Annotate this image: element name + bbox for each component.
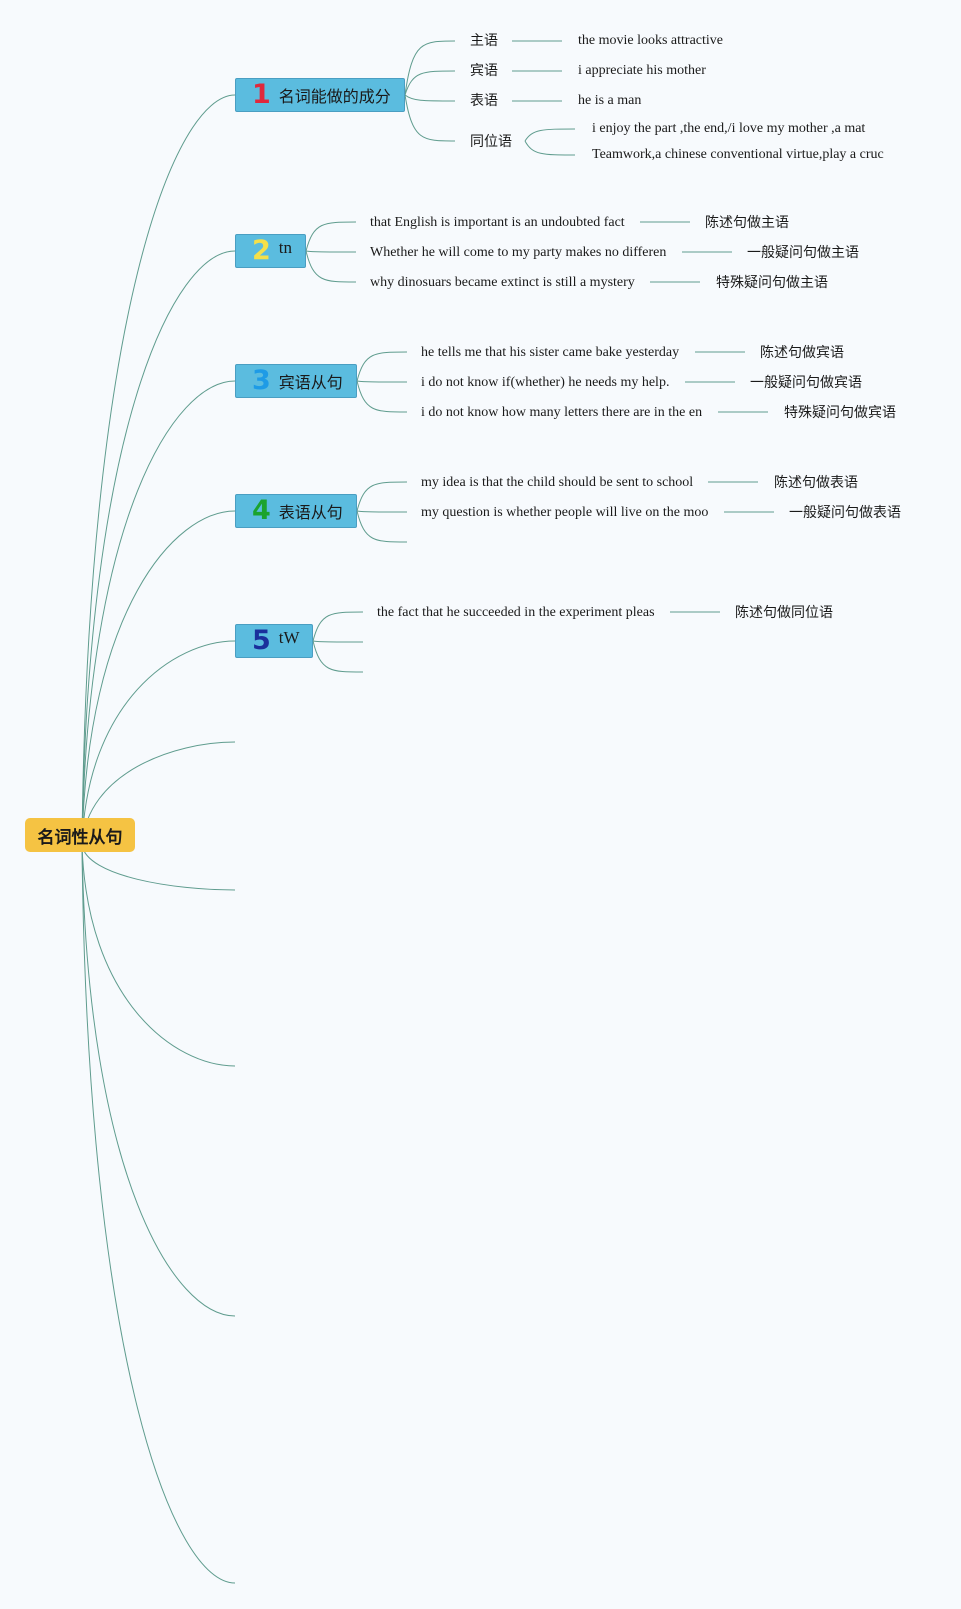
root-connector-1	[81, 94, 236, 846]
type-3-3[interactable]: 特殊疑问句做宾语	[784, 405, 896, 421]
example-appositive-1[interactable]: i enjoy the part ,the end,/i love my mot…	[592, 121, 866, 136]
root-connector-2	[81, 250, 236, 846]
root-connector-5	[81, 640, 236, 846]
b1-curve-2	[404, 94, 456, 102]
branch-topic-2[interactable]: 2 tn	[235, 234, 306, 268]
b3-curve-0	[356, 351, 408, 382]
type-2-1[interactable]: 陈述句做主语	[705, 215, 789, 231]
b2-curve-2	[305, 250, 357, 283]
subtopic-subject[interactable]: 主语	[470, 33, 498, 49]
b5-curve-2	[312, 640, 364, 673]
type-3-2[interactable]: 一般疑问句做宾语	[750, 375, 862, 391]
branch-number-1: 1	[252, 79, 271, 110]
b5-curve-0	[312, 611, 364, 642]
branch-label-2: tn	[278, 238, 293, 257]
branch-number-4: 4	[252, 495, 271, 526]
type-5-1[interactable]: 陈述句做同位语	[735, 605, 833, 621]
branch-topic-4[interactable]: 4 表语从句	[235, 494, 357, 528]
example-predicative[interactable]: he is a man	[578, 93, 642, 108]
b1-curve-0	[404, 40, 456, 96]
branch-topic-1[interactable]: 1 名词能做的成分	[235, 78, 405, 112]
b5-curve-1	[312, 640, 364, 643]
example-object[interactable]: i appreciate his mother	[578, 63, 706, 78]
root-connector-4	[81, 510, 236, 846]
sentence-4-2[interactable]: my question is whether people will live …	[421, 505, 709, 520]
root-stub-4	[81, 844, 236, 1317]
type-4-2[interactable]: 一般疑问句做表语	[789, 505, 901, 521]
b1-curve-3	[404, 94, 456, 142]
b1-app-curve-0	[524, 128, 576, 142]
b2-curve-1	[305, 250, 357, 253]
sentence-5-1[interactable]: the fact that he succeeded in the experi…	[377, 605, 655, 620]
sentence-2-2[interactable]: Whether he will come to my party makes n…	[370, 245, 667, 260]
subtopic-predicative[interactable]: 表语	[470, 93, 498, 109]
subtopic-object[interactable]: 宾语	[470, 63, 498, 79]
sentence-3-1[interactable]: he tells me that his sister came bake ye…	[421, 345, 680, 360]
branch-topic-3[interactable]: 3 宾语从句	[235, 364, 357, 398]
sentence-3-2[interactable]: i do not know if(whether) he needs my he…	[421, 375, 670, 390]
type-4-1[interactable]: 陈述句做表语	[774, 475, 858, 491]
root-stub-5	[81, 844, 236, 1584]
root-stub-2	[81, 844, 236, 891]
example-subject[interactable]: the movie looks attractive	[578, 33, 724, 48]
b4-curve-0	[356, 481, 408, 512]
branch-topic-5[interactable]: 5 tW	[235, 624, 313, 658]
sentence-3-3[interactable]: i do not know how many letters there are…	[421, 405, 703, 420]
sentence-4-1[interactable]: my idea is that the child should be sent…	[421, 475, 694, 490]
branch-number-3: 3	[252, 365, 271, 396]
type-3-1[interactable]: 陈述句做宾语	[760, 345, 844, 361]
branch-number-2: 2	[252, 235, 271, 266]
sentence-2-1[interactable]: that English is important is an undoubte…	[370, 215, 625, 230]
type-2-3[interactable]: 特殊疑问句做主语	[716, 275, 828, 291]
branch-label-3: 宾语从句	[278, 373, 343, 392]
branch-label-1: 名词能做的成分	[278, 87, 391, 106]
branch-number-5: 5	[252, 625, 271, 656]
b1-app-curve-1	[524, 140, 576, 156]
root-stub-3	[81, 844, 236, 1067]
b3-curve-2	[356, 380, 408, 413]
root-connector-3	[81, 380, 236, 846]
branch-label-4: 表语从句	[278, 503, 343, 522]
b1-curve-1	[404, 70, 456, 96]
b4-curve-1	[356, 510, 408, 513]
b3-curve-1	[356, 380, 408, 383]
sentence-2-3[interactable]: why dinosuars became extinct is still a …	[370, 275, 635, 290]
example-appositive-2[interactable]: Teamwork,a chinese conventional virtue,p…	[592, 147, 884, 162]
type-2-2[interactable]: 一般疑问句做主语	[747, 245, 859, 261]
root-topic[interactable]: 名词性从句	[25, 818, 135, 852]
b4-curve-2	[356, 510, 408, 543]
subtopic-appositive[interactable]: 同位语	[470, 134, 512, 150]
b2-curve-0	[305, 221, 357, 252]
branch-label-5: tW	[278, 628, 300, 647]
